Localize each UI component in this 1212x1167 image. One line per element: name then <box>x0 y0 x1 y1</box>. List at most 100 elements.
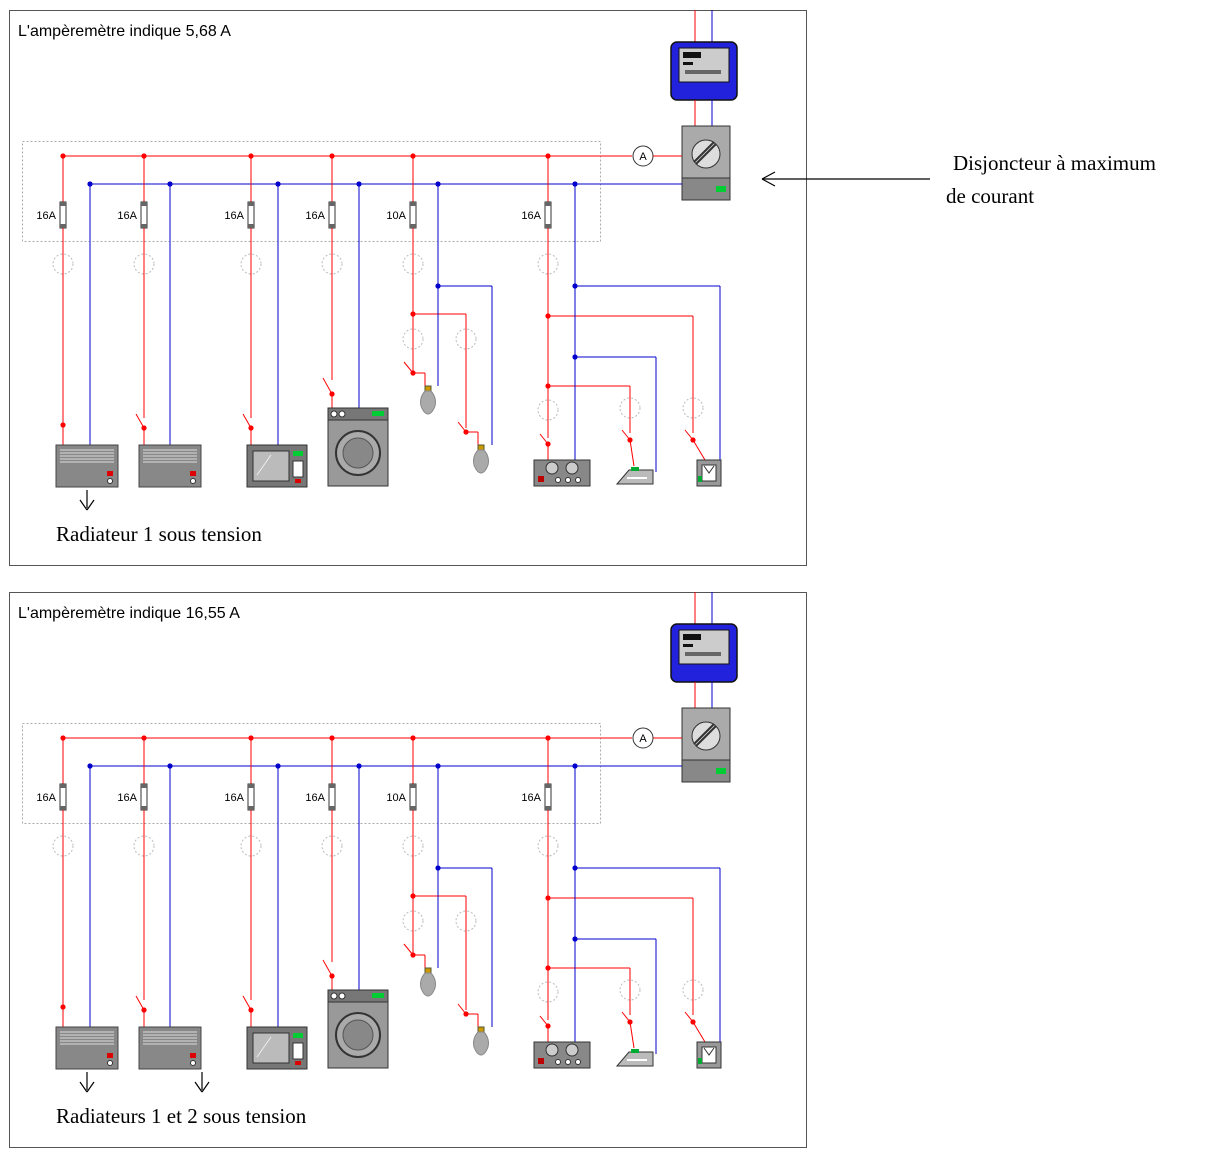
fuse-label: 16A <box>36 210 56 222</box>
fuse-cap <box>60 784 66 788</box>
radiator-body <box>138 1026 202 1070</box>
hob-knob <box>555 477 561 483</box>
microwave-glare <box>256 454 272 476</box>
radiator-led <box>190 471 196 476</box>
bulb-glass <box>473 449 489 474</box>
hob-plate <box>565 461 579 475</box>
fuse-cap <box>141 202 147 206</box>
radiator-body <box>55 444 119 488</box>
washer-knob <box>330 992 338 1000</box>
ammeter-icon: A <box>632 145 654 167</box>
switch-blade <box>322 377 333 395</box>
hob-body <box>533 1041 591 1069</box>
phase-wire <box>629 439 635 467</box>
fuse-cap <box>410 806 416 810</box>
washer-knob <box>330 410 338 418</box>
fuse-label: 16A <box>305 792 325 804</box>
breaker-dial-mark <box>695 725 717 747</box>
switch-indicator <box>537 981 559 1003</box>
radiator-led <box>190 1053 196 1058</box>
phase-wire <box>692 1021 706 1043</box>
panel-caption: Radiateurs 1 et 2 sous tension <box>56 1104 307 1128</box>
fuse: 16A <box>305 201 336 229</box>
switch-indicator <box>619 397 641 419</box>
fuse: 10A <box>386 783 417 811</box>
arrow-head <box>79 1081 88 1093</box>
radiator-led <box>107 1053 113 1058</box>
radiator-knob <box>190 478 196 484</box>
fuse-label: 16A <box>224 210 244 222</box>
radiator-led <box>107 471 113 476</box>
distribution-box <box>22 141 601 242</box>
coffee-filter <box>703 1047 715 1056</box>
switch-indicator <box>402 910 424 932</box>
arrow-head <box>86 499 95 511</box>
phase-wire <box>692 439 706 461</box>
bulb-icon <box>473 444 489 474</box>
meter-display <box>685 70 721 74</box>
fuse: 16A <box>224 783 255 811</box>
fuse-cap <box>248 224 254 228</box>
fuse: 16A <box>36 783 67 811</box>
fuse-cap <box>248 784 254 788</box>
fuse-cap <box>60 202 66 206</box>
radiator-knob <box>107 1060 113 1066</box>
breaker-dial-mark <box>693 141 715 163</box>
fuse: 16A <box>224 201 255 229</box>
fuse-cap <box>329 202 335 206</box>
panel-frame <box>9 592 807 1148</box>
washing-machine-icon <box>327 407 389 487</box>
iron-led <box>631 467 639 471</box>
radiator-icon <box>138 444 202 488</box>
meter-display <box>683 62 693 65</box>
switch-indicator <box>240 835 262 857</box>
coffee-led <box>698 476 702 482</box>
fuse-label: 16A <box>36 792 56 804</box>
phase-wire <box>629 1021 635 1049</box>
fuse-cap <box>329 224 335 228</box>
hob-knob <box>575 1059 581 1065</box>
fuse-label: 16A <box>521 210 541 222</box>
arrow-head <box>86 1081 95 1093</box>
washer-display <box>372 993 384 998</box>
down-arrow-icon <box>194 1072 210 1093</box>
switch-indicator <box>619 979 641 1001</box>
arrow-head <box>201 1081 210 1093</box>
hob-knob <box>565 477 571 483</box>
bulb-icon <box>473 1026 489 1056</box>
fuse-cap <box>329 784 335 788</box>
electricity-meter-icon <box>670 41 738 101</box>
hob-knob <box>555 1059 561 1065</box>
radiator-icon <box>55 1026 119 1070</box>
radiator-knob <box>107 478 113 484</box>
breaker-dial-mark <box>693 723 715 745</box>
fuse: 16A <box>521 783 552 811</box>
fuse-cap <box>141 224 147 228</box>
microwave-led <box>295 479 301 483</box>
coffee-maker-icon <box>696 459 722 487</box>
hob-plate <box>545 1043 559 1057</box>
panel-frame <box>9 10 807 566</box>
arrow-head <box>79 499 88 511</box>
electricity-meter-icon <box>670 623 738 683</box>
fuse-cap <box>545 784 551 788</box>
fuse-cap <box>329 806 335 810</box>
coffee-filter <box>703 465 715 474</box>
hob-knob <box>565 1059 571 1065</box>
coffee-led <box>698 1058 702 1064</box>
circuit-breaker-icon <box>681 707 731 783</box>
down-arrow-icon <box>79 1072 95 1093</box>
fuse-label: 16A <box>305 210 325 222</box>
panel-caption: Radiateur 1 sous tension <box>56 522 262 546</box>
bulb-base <box>424 385 432 392</box>
arrow-head <box>194 1081 203 1093</box>
bulb-glass <box>473 1031 489 1056</box>
down-arrow-icon <box>79 490 95 511</box>
hob-led <box>538 476 544 482</box>
switch-indicator <box>133 835 155 857</box>
microwave-glare <box>256 1036 272 1058</box>
microwave-icon <box>246 1026 308 1070</box>
